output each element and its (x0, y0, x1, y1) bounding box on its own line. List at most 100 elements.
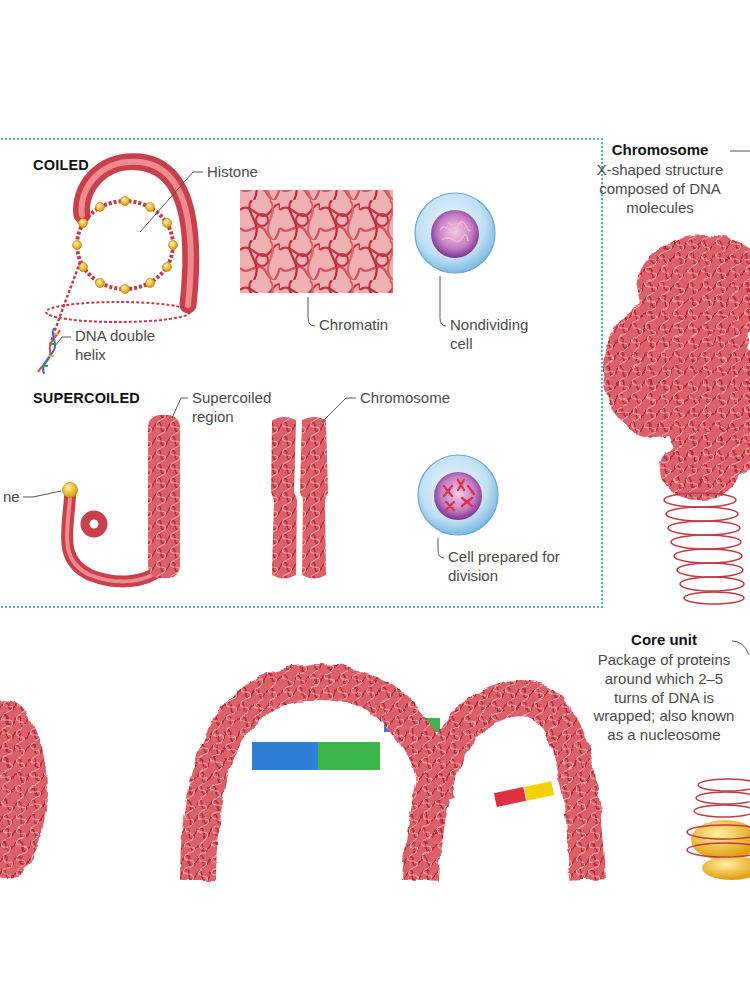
leader-line (140, 172, 203, 232)
backbone-strand (420, 698, 588, 880)
histone-bead (63, 483, 78, 498)
dna-ladder (198, 682, 588, 880)
coil-turn (687, 825, 750, 839)
leader-line (732, 641, 749, 655)
part-label: Cell prepared for division (448, 548, 563, 586)
coil-turn (684, 592, 744, 604)
tube-highlight (67, 497, 160, 581)
chromatin-threads (440, 222, 470, 242)
coil-turn (664, 493, 736, 507)
dna-wrap (694, 779, 750, 817)
part-label: Nondividing cell (450, 316, 545, 354)
chromosome-x (462, 498, 472, 506)
double-helix (38, 328, 60, 374)
part-label: Supercoiled region (192, 389, 287, 427)
histone-beads (73, 197, 178, 294)
chromosome-lobe (632, 282, 748, 398)
coil-turn (666, 507, 738, 521)
chromosome-small (271, 417, 328, 579)
chromatid (300, 417, 328, 579)
histone-ring (77, 201, 173, 289)
histone-bead (121, 285, 130, 294)
dna-wrap (687, 825, 750, 857)
leader-line (438, 538, 444, 558)
coil-turn (671, 535, 741, 549)
dividing-cell (418, 455, 498, 535)
histone-bead (169, 241, 178, 250)
dna-loop (46, 302, 190, 322)
coil-turn (677, 563, 743, 577)
leader-line (730, 151, 750, 152)
leader-lines (23, 151, 750, 655)
base-green (318, 742, 380, 770)
chromosomes (444, 480, 474, 510)
coil-turn (694, 805, 750, 817)
chromosome-x (444, 486, 452, 496)
histone-bead (146, 203, 155, 212)
coil-turn (674, 549, 742, 563)
chromosome-x (458, 480, 464, 490)
section-heading: SUPERCOILED (33, 390, 140, 406)
chromatin-texture (240, 190, 393, 293)
backbone (198, 682, 588, 880)
chromatin-tube (67, 497, 160, 581)
backbone-strand (198, 682, 438, 880)
coil-turn (668, 521, 740, 535)
leader-line (440, 276, 446, 326)
nucleus (431, 210, 479, 258)
histone-bead (163, 263, 172, 272)
part-label: Histone (207, 163, 258, 182)
base-blue (252, 742, 318, 770)
chromosome-x (446, 502, 454, 510)
callout-heading: Core unit (590, 631, 738, 650)
chromatin-tube (82, 162, 191, 305)
base-yellow (524, 781, 554, 801)
histone-bead (96, 203, 105, 212)
base-pair (49, 355, 54, 357)
coil-turn (680, 577, 744, 591)
cell-body (415, 193, 495, 273)
inset-panel: COILED SUPERCOILED (0, 138, 603, 608)
histone-bead (163, 219, 172, 228)
histone-bead (96, 279, 105, 288)
histone-bead (79, 219, 88, 228)
chromatid (271, 417, 297, 579)
helix-strand (43, 328, 55, 374)
leader-line (322, 398, 356, 422)
callout-heading: Chromosome (585, 141, 735, 160)
part-label: DNA double helix (75, 327, 170, 365)
leader-line (23, 491, 61, 497)
leader-line (172, 398, 188, 418)
section-heading: COILED (33, 157, 89, 173)
cell-body (418, 455, 498, 535)
chromosome-large (603, 235, 750, 500)
coil-turn (698, 779, 750, 791)
part-label: Chromatin (319, 316, 388, 335)
chromosome-fragment (0, 700, 47, 880)
base-pair (54, 333, 58, 335)
nucleosome (687, 779, 750, 880)
chromosome-bar (468, 486, 474, 494)
tube-loop (85, 515, 103, 533)
coil-turn (696, 792, 750, 804)
histone-bead (121, 197, 130, 206)
histone-core (702, 856, 750, 880)
tube-highlight (82, 162, 191, 305)
leader-line (55, 337, 71, 346)
histone-bead (146, 279, 155, 288)
coil-turn (687, 843, 750, 857)
nondividing-cell (415, 193, 495, 273)
helix-strand (38, 330, 60, 372)
part-label: ne (3, 488, 20, 507)
callout-body: Package of proteins around which 2–5 tur… (590, 651, 738, 745)
callout-body: X-shaped structure composed of DNA molec… (585, 161, 735, 217)
nucleus (434, 472, 482, 520)
histone-bead (73, 241, 82, 250)
chromatin-coil (664, 493, 744, 604)
leader-line (308, 297, 315, 326)
base-red (494, 787, 526, 807)
part-label: Chromosome (360, 389, 450, 408)
chromosome-lobe (660, 440, 740, 500)
supercoiled-column (148, 415, 180, 578)
